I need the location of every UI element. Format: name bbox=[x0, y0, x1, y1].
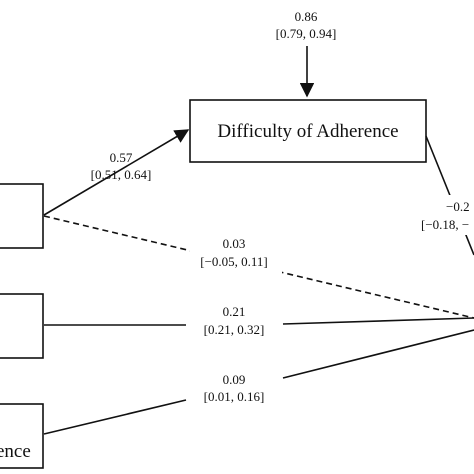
bottom-to-outcome-path-right bbox=[282, 329, 474, 379]
top-to-difficulty-path bbox=[43, 129, 190, 216]
middle-to-outcome-estimate: 0.21 bbox=[223, 304, 246, 319]
difficulty-to-outcome-label-bg bbox=[418, 195, 474, 235]
error-estimate: 0.86 bbox=[295, 9, 318, 24]
difficulty-of-adherence-box bbox=[189, 99, 427, 163]
top-to-outcome-estimate: 0.03 bbox=[223, 236, 246, 251]
bottom-left-box bbox=[0, 403, 44, 469]
bottom-to-outcome-estimate: 0.09 bbox=[223, 372, 246, 387]
middle-left-box bbox=[0, 293, 44, 359]
bottom-to-outcome-ci: [0.01, 0.16] bbox=[204, 389, 265, 404]
top-to-outcome-label-bg bbox=[190, 236, 282, 274]
error-ci: [0.79, 0.94] bbox=[276, 26, 337, 41]
bottom-to-outcome-path-left bbox=[43, 399, 187, 435]
top-left-box bbox=[0, 183, 44, 249]
middle-to-outcome-path-right bbox=[282, 317, 474, 325]
difficulty-to-outcome-estimate: −0.2 bbox=[446, 199, 470, 214]
middle-to-outcome-ci: [0.21, 0.32] bbox=[204, 322, 265, 337]
top-to-outcome-ci: [−0.05, 0.11] bbox=[200, 254, 268, 269]
difficulty-to-outcome-ci: [−0.18, − bbox=[421, 217, 469, 232]
bottom-left-box-label: ence bbox=[0, 441, 31, 462]
difficulty-of-adherence-label: Difficulty of Adherence bbox=[217, 121, 398, 142]
top-to-difficulty-ci: [0.51, 0.64] bbox=[91, 167, 152, 182]
top-to-difficulty-estimate: 0.57 bbox=[110, 150, 133, 165]
